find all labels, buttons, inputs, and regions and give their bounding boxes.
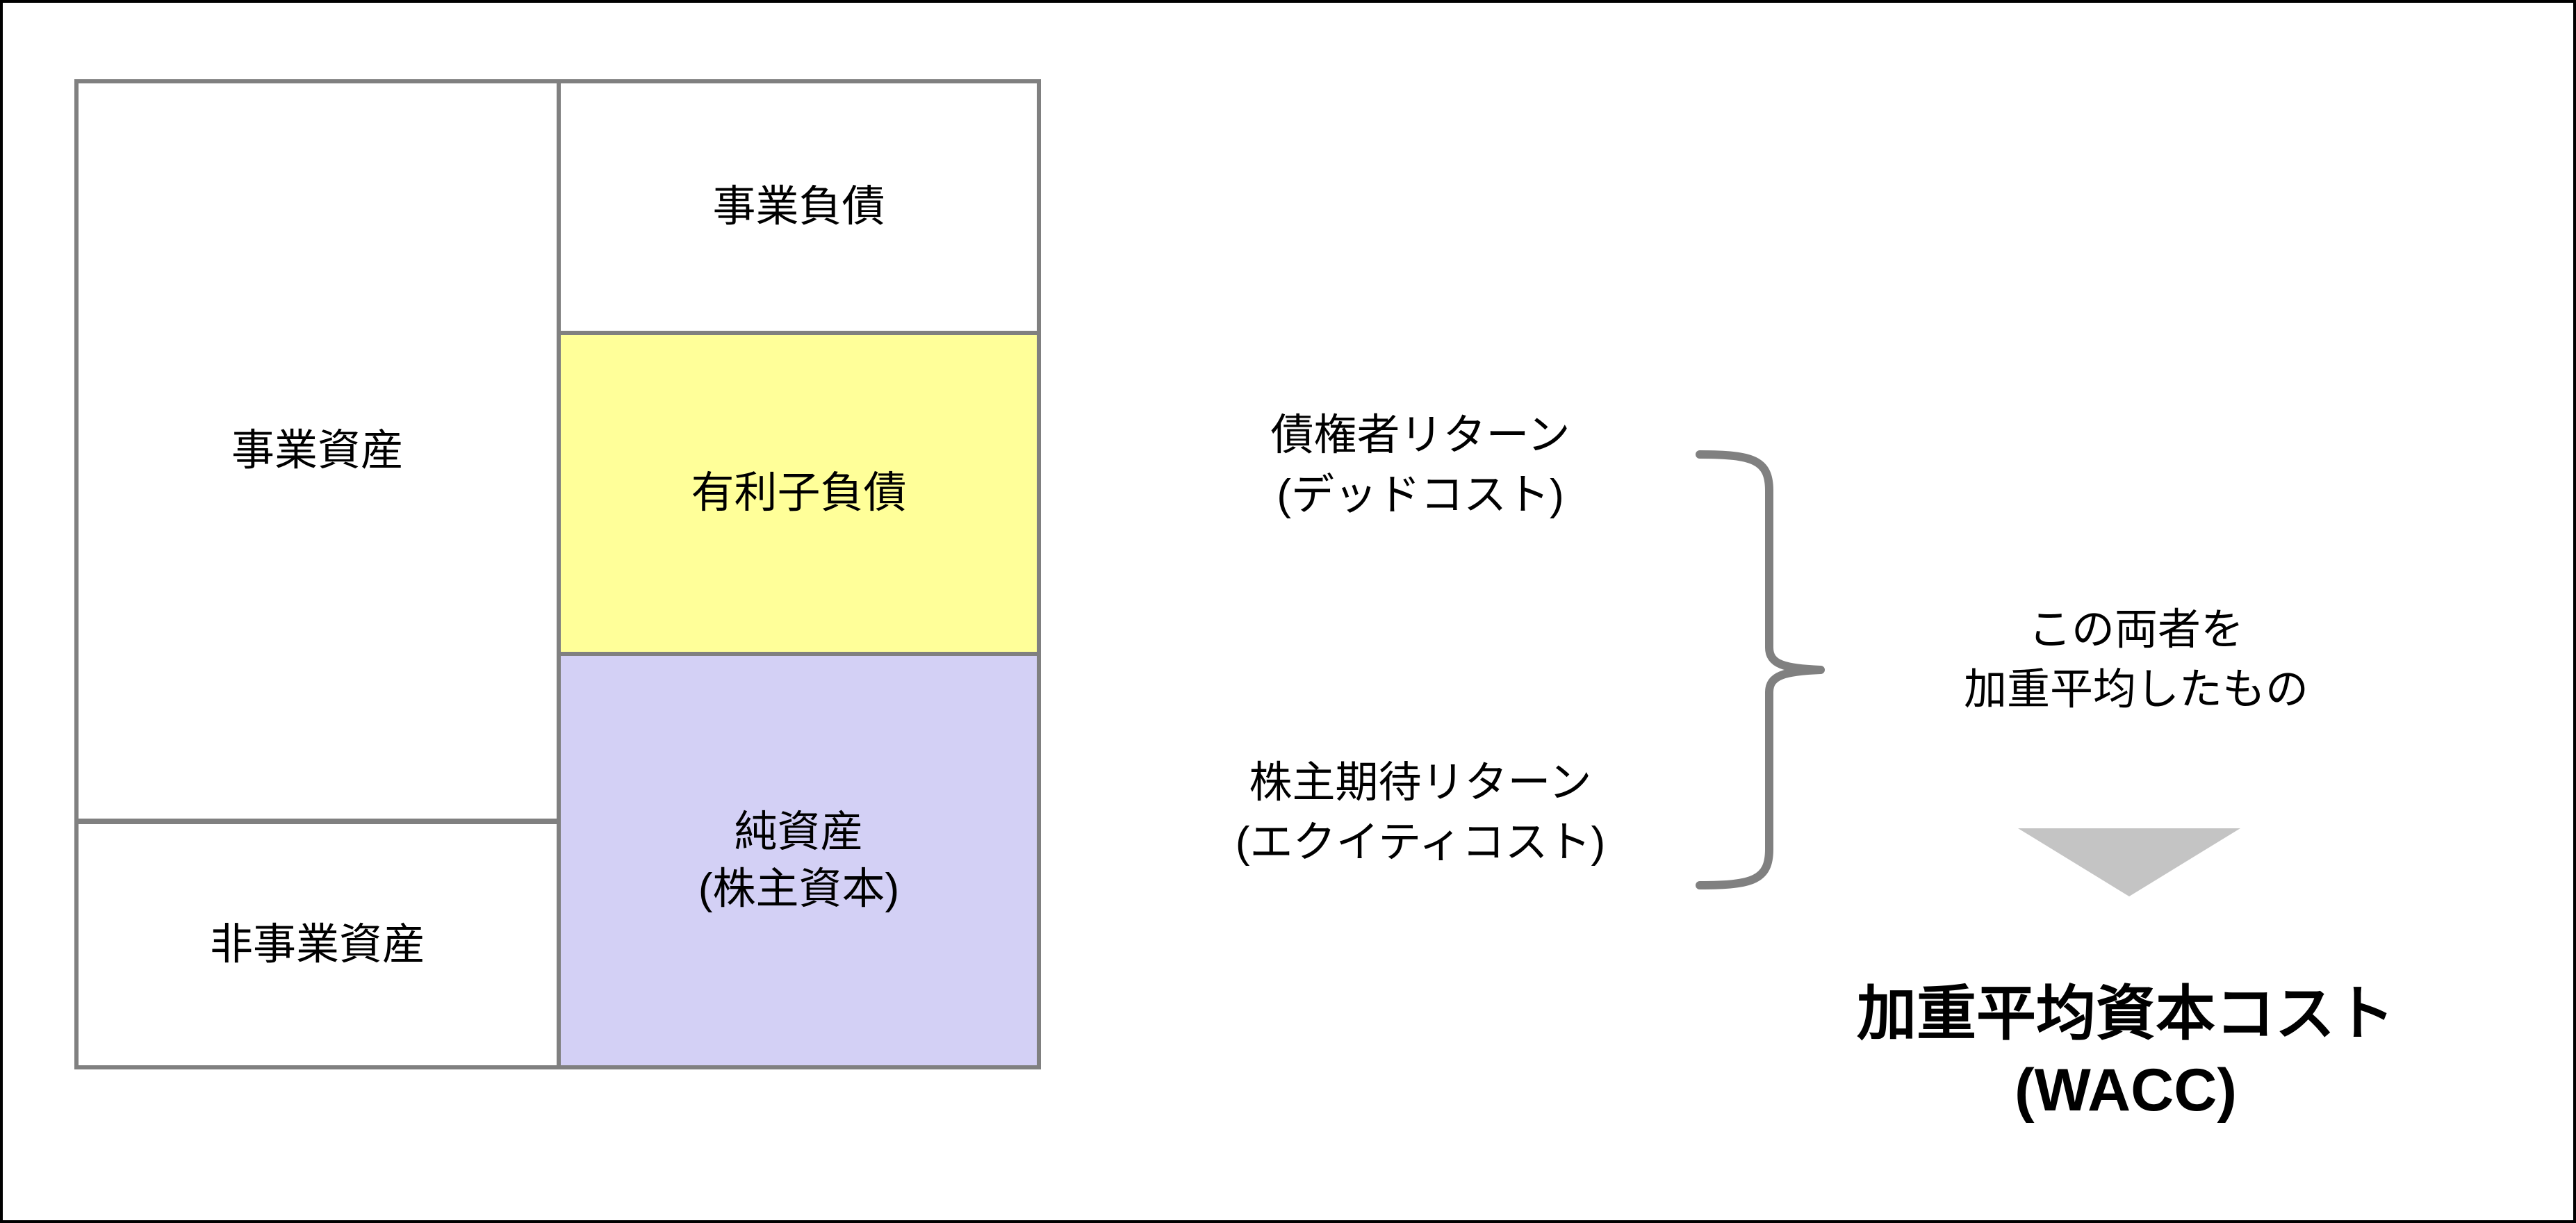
balance-sheet-cell-non-operating-assets: 非事業資産 xyxy=(74,820,561,1069)
balance-sheet-cell-net-assets: 純資産 (株主資本) xyxy=(557,652,1041,1069)
non-operating-assets-label: 非事業資産 xyxy=(209,920,425,969)
balance-sheet-cell-interest-bearing-debt: 有利子負債 xyxy=(557,331,1041,656)
balance-sheet-cell-operating-assets: 事業資産 xyxy=(74,79,561,823)
annotation-equity-return: 株主期待リターン (エクイティコスト) xyxy=(1235,759,1606,867)
annotation-wacc-result: 加重平均資本コスト (WACC) xyxy=(1857,980,2395,1124)
operating-assets-label: 事業資産 xyxy=(231,427,404,475)
curly-brace-icon xyxy=(1694,448,1826,892)
annotation-weighted-average: この両者を 加重平均したもの xyxy=(1963,606,2308,714)
annotation-debt-return: 債権者リターン (デッドコスト) xyxy=(1270,411,1570,519)
net-assets-label: 純資産 (株主資本) xyxy=(698,807,900,913)
operating-liabilities-label: 事業負債 xyxy=(712,183,885,231)
curly-brace-svg xyxy=(1696,450,1825,889)
down-triangle-arrow-icon xyxy=(2018,828,2240,896)
interest-bearing-debt-label: 有利子負債 xyxy=(691,469,907,518)
balance-sheet-cell-operating-liabilities: 事業負債 xyxy=(557,79,1041,335)
